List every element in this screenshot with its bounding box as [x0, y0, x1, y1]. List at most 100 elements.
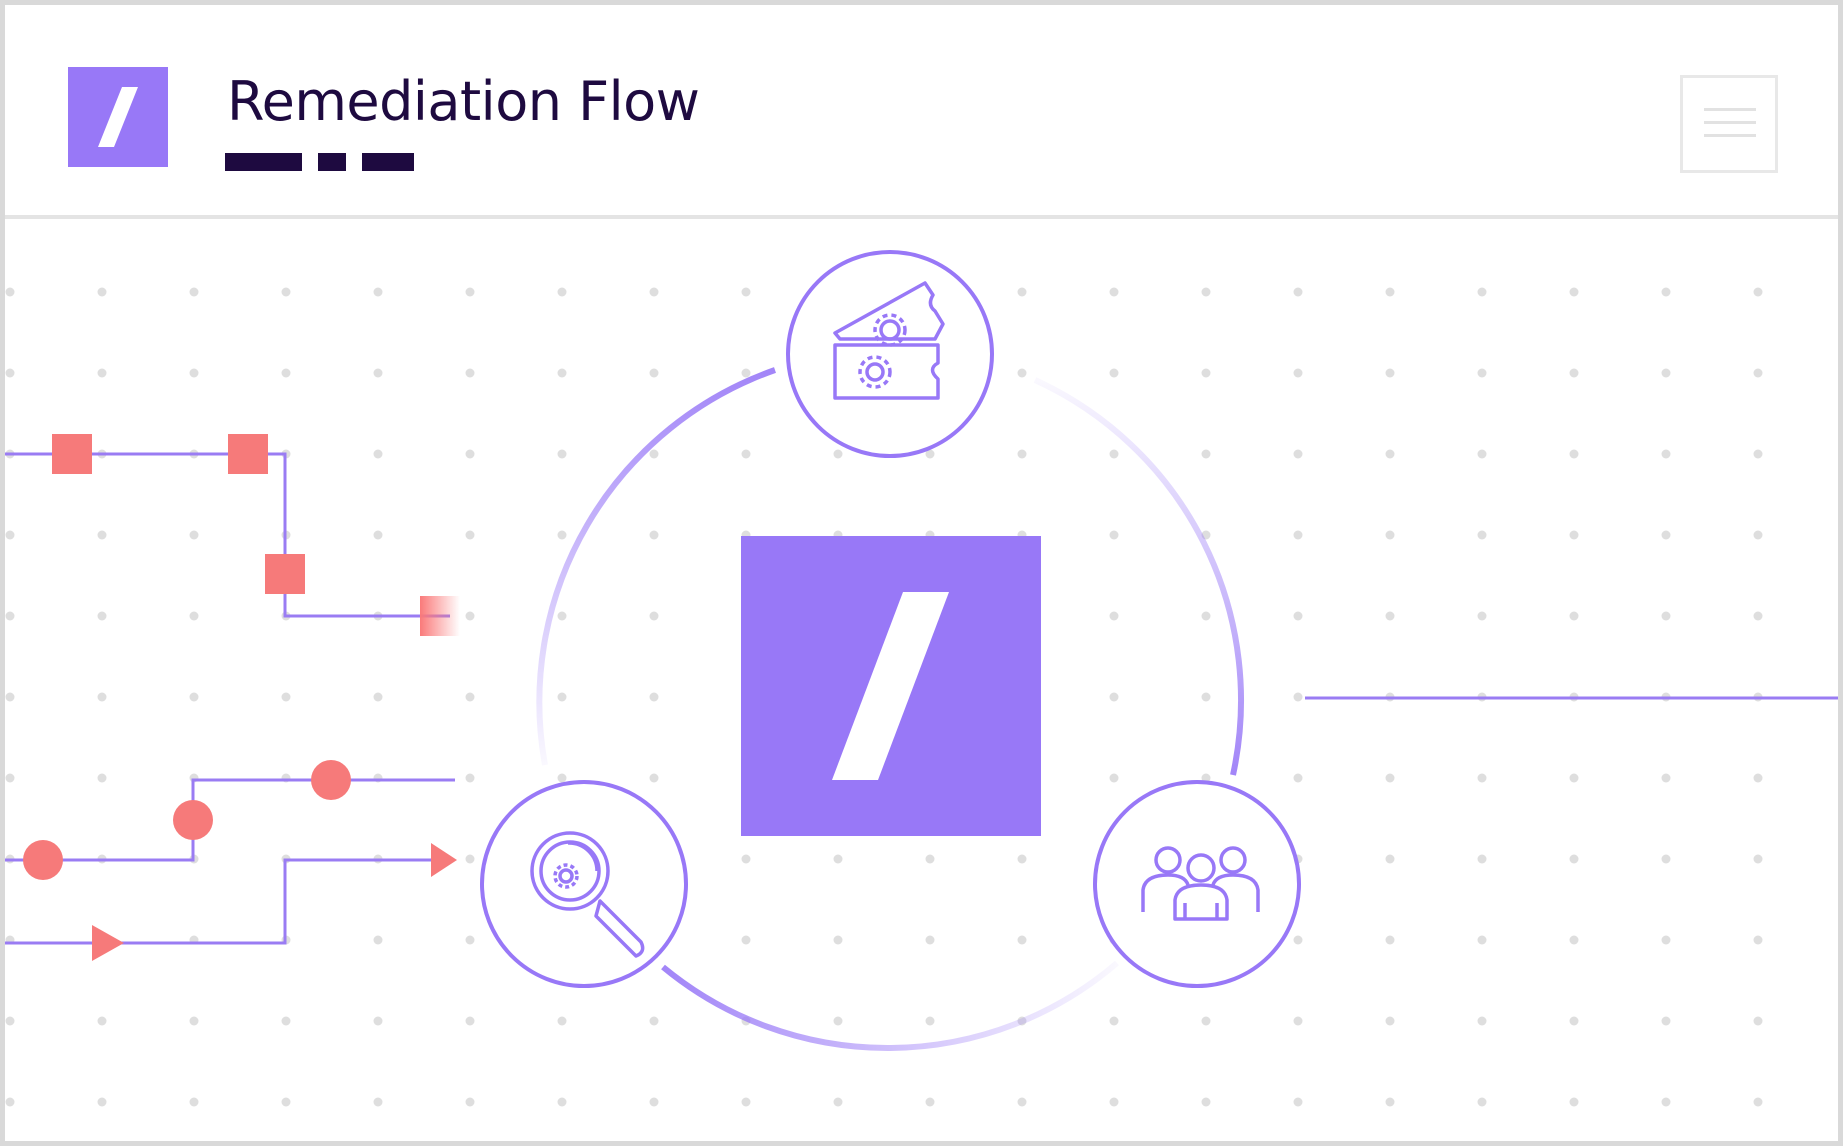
cycle-ring [536, 367, 1245, 1051]
marker-circle [173, 800, 213, 840]
grid-dot [1293, 1097, 1303, 1107]
menu-button[interactable] [1680, 75, 1778, 173]
grid-dot [465, 368, 475, 378]
grid-dot [1385, 611, 1395, 621]
grid-dot [1293, 368, 1303, 378]
grid-dot [649, 692, 659, 702]
grid-dot [1293, 287, 1303, 297]
grid-dot [1293, 530, 1303, 540]
grid-dot [373, 1097, 383, 1107]
grid-dot [1753, 1016, 1763, 1026]
grid-dot [1017, 368, 1027, 378]
node-tickets[interactable] [786, 250, 994, 458]
grid-dot [1477, 773, 1487, 783]
grid-dot [1293, 449, 1303, 459]
grid-dot [649, 530, 659, 540]
grid-dot [97, 773, 107, 783]
grid-dot [1293, 611, 1303, 621]
grid-dot [5, 692, 15, 702]
marker-square [52, 434, 92, 474]
grid-dot [1569, 368, 1579, 378]
grid-dot [649, 1097, 659, 1107]
grid-dot [649, 287, 659, 297]
grid-dot [1201, 287, 1211, 297]
grid-dot [1569, 854, 1579, 864]
grid-dot [1753, 368, 1763, 378]
grid-dot [1293, 1016, 1303, 1026]
grid-dot [465, 854, 475, 864]
grid-dot [925, 1016, 935, 1026]
marker-circle [23, 840, 63, 880]
marker-square [228, 434, 268, 474]
hamburger-line [1704, 121, 1756, 124]
grid-dot [1753, 611, 1763, 621]
slash-logo-icon[interactable] [68, 67, 168, 167]
grid-dot [465, 1016, 475, 1026]
grid-dot [1753, 935, 1763, 945]
grid-dot [557, 1016, 567, 1026]
grid-dot [97, 530, 107, 540]
grid-dot [1661, 1097, 1671, 1107]
grid-dot [1109, 287, 1119, 297]
grid-dot [557, 449, 567, 459]
people-group-icon [1141, 846, 1260, 921]
grid-dot [189, 287, 199, 297]
grid-dot [5, 530, 15, 540]
grid-dot [281, 287, 291, 297]
grid-dot [373, 287, 383, 297]
grid-dot [1385, 287, 1395, 297]
grid-dot [189, 1016, 199, 1026]
grid-dot [925, 1097, 935, 1107]
grid-dot [1569, 1016, 1579, 1026]
grid-dot [833, 1097, 843, 1107]
grid-dot [1109, 1016, 1119, 1026]
node-team[interactable] [1093, 780, 1301, 988]
grid-dot [1385, 1097, 1395, 1107]
grid-dot [465, 611, 475, 621]
grid-dot [741, 449, 751, 459]
grid-dot [1293, 935, 1303, 945]
grid-dot [1109, 368, 1119, 378]
center-logo[interactable] [741, 536, 1041, 836]
grid-dot [1569, 1097, 1579, 1107]
grid-dot [649, 449, 659, 459]
node-investigate[interactable] [480, 780, 688, 988]
grid-dot [1661, 854, 1671, 864]
magnifier-gear-icon [530, 831, 645, 958]
grid-dot [1201, 1016, 1211, 1026]
grid-dot [557, 368, 567, 378]
grid-dot [5, 1097, 15, 1107]
grid-dot [189, 530, 199, 540]
grid-dot [1385, 935, 1395, 945]
marker-square-fading [420, 596, 460, 636]
grid-dot [1661, 611, 1671, 621]
grid-dot [5, 368, 15, 378]
grid-dot [833, 935, 843, 945]
grid-dot [97, 1097, 107, 1107]
marker-circle [311, 760, 351, 800]
grid-dot [1201, 611, 1211, 621]
grid-dot [373, 449, 383, 459]
grid-dot [1017, 1097, 1027, 1107]
grid-dot [1477, 530, 1487, 540]
grid-dot [1201, 1097, 1211, 1107]
grid-dot [649, 368, 659, 378]
grid-dot [1017, 449, 1027, 459]
grid-dot [1201, 692, 1211, 702]
grid-dot [1109, 611, 1119, 621]
grid-dot [189, 611, 199, 621]
grid-dot [5, 287, 15, 297]
grid-dot [925, 449, 935, 459]
grid-dot [1661, 1016, 1671, 1026]
grid-dot [189, 692, 199, 702]
grid-dot [741, 854, 751, 864]
grid-dot [465, 287, 475, 297]
grid-dot [741, 1097, 751, 1107]
marker-triangle [431, 843, 457, 877]
grid-dot [1385, 530, 1395, 540]
grid-dot [1569, 530, 1579, 540]
grid-dot [97, 287, 107, 297]
grid-dot [741, 368, 751, 378]
grid-dot [557, 611, 567, 621]
